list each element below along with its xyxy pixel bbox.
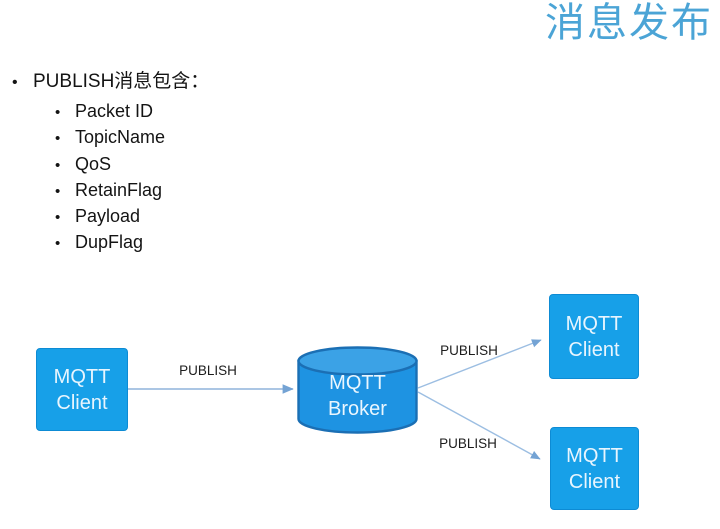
node-label: MQTT Client [566, 444, 623, 493]
list-item-label: TopicName [75, 127, 166, 148]
list-item: • Payload [55, 204, 209, 230]
bullet-icon: • [55, 209, 61, 227]
list-item-label: QoS [75, 153, 112, 174]
list-item: • QoS [55, 152, 209, 178]
subscriber-client-top-node: MQTT Client [549, 294, 639, 379]
publish-arrow-bottom [417, 391, 541, 460]
bullet-icon: • [55, 104, 61, 121]
publisher-client-node: MQTT Client [36, 348, 128, 431]
bullet-icon: • [55, 235, 61, 253]
bullet-icon: • [55, 182, 61, 200]
publish-arrow-top [417, 339, 542, 389]
page-title: 消息发布 [545, 0, 713, 46]
broker-cylinder-icon [297, 346, 418, 434]
broker-node-label: MQTT Broker [298, 366, 417, 426]
list-item-label: DupFlag [75, 232, 144, 253]
bullet-icon: • [12, 74, 18, 91]
list-item: • Packet ID [55, 99, 209, 125]
node-label: MQTT Client [565, 312, 623, 361]
list-item-label: Packet ID [75, 101, 154, 121]
list-item: • RetainFlag [55, 178, 209, 204]
publish-label-bottom: PUBLISH [439, 436, 497, 451]
bullet-list: • PUBLISH消息包含： • Packet ID • TopicName •… [12, 70, 209, 257]
list-item-label: Payload [75, 206, 141, 227]
bullet-icon: • [55, 130, 61, 148]
subscriber-client-bottom-node: MQTT Client [550, 427, 639, 510]
node-label: MQTT Broker [328, 372, 387, 420]
list-item-label: RetainFlag [75, 179, 163, 200]
sub-list: • Packet ID • TopicName • QoS • RetainFl… [55, 99, 209, 257]
publish-label-top: PUBLISH [440, 343, 498, 358]
list-heading: PUBLISH消息包含： [33, 71, 210, 92]
publish-label-left: PUBLISH [179, 363, 237, 378]
bullet-icon: • [55, 156, 61, 174]
list-item: • TopicName [55, 125, 209, 151]
list-heading-row: • PUBLISH消息包含： [12, 70, 209, 95]
list-item: • DupFlag [55, 230, 209, 256]
node-label: MQTT Client [53, 365, 111, 414]
